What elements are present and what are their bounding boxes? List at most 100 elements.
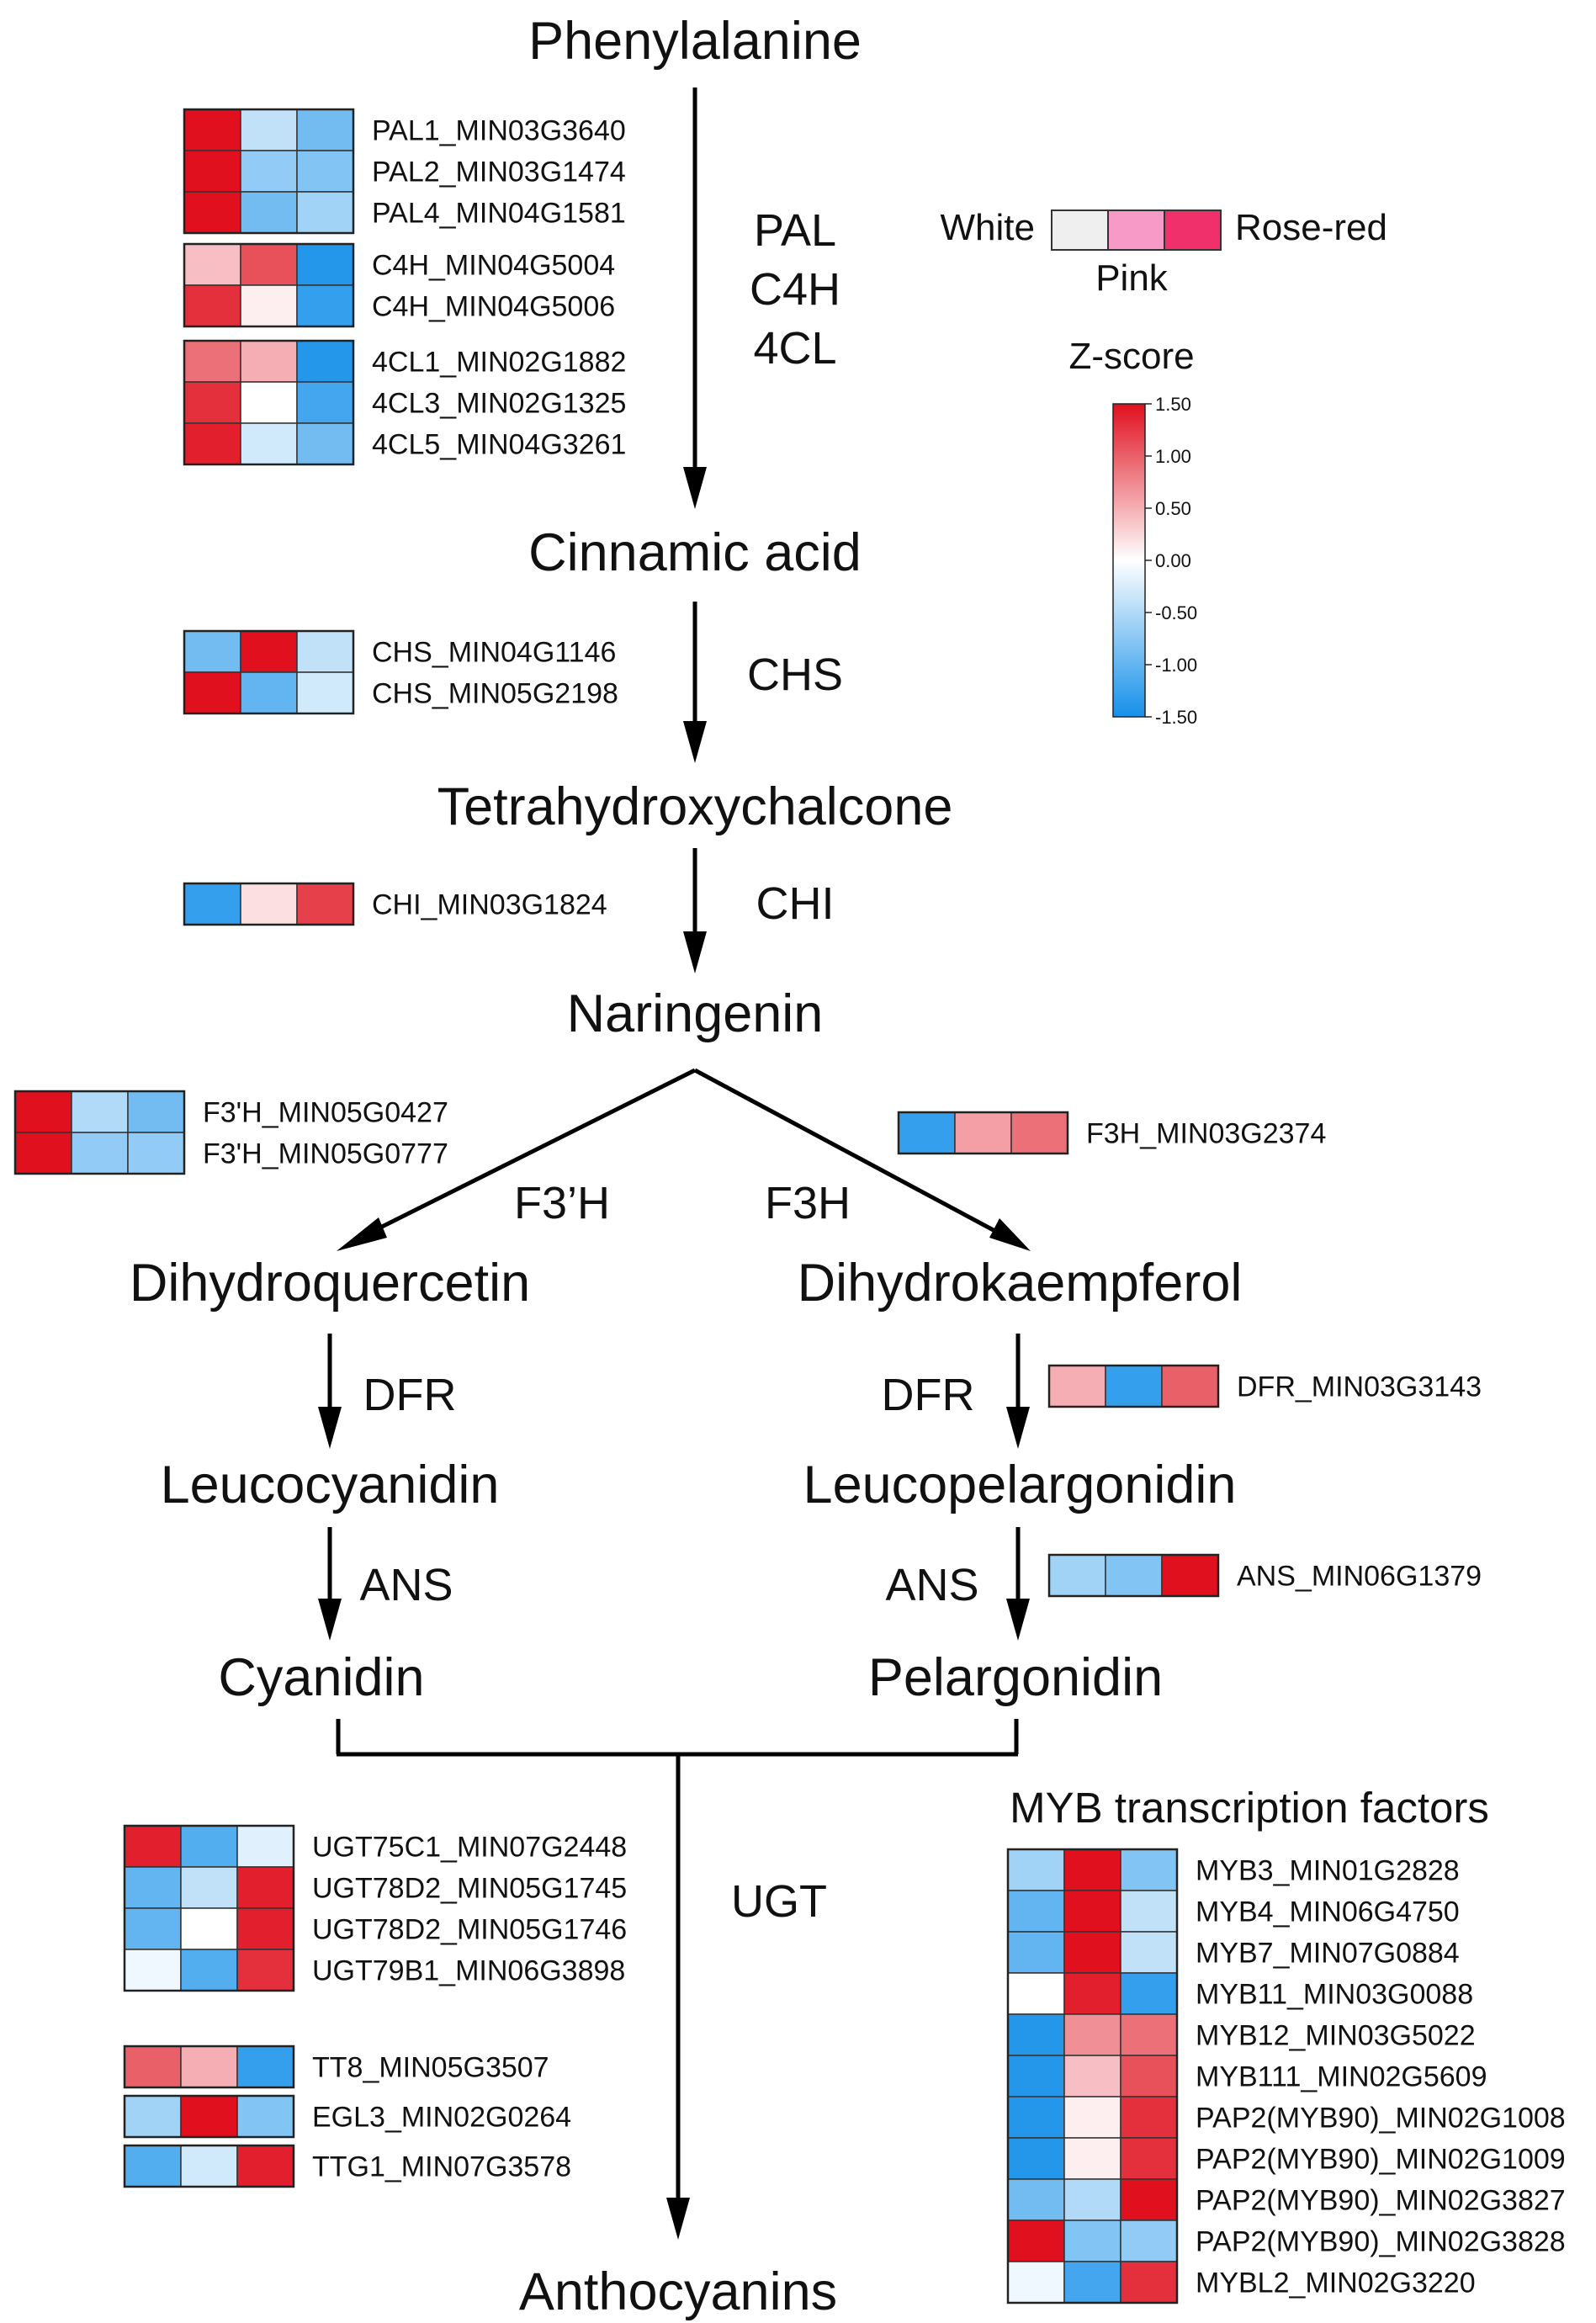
heatmap-cell [240,381,298,424]
heatmap-cell [124,1825,182,1868]
arrowhead-cinnamic [683,467,707,509]
gene-label: UGT78D2_MIN05G1745 [312,1873,627,1905]
heatmap-cell [1120,2096,1178,2139]
heatmap-cell [1120,1972,1178,2015]
heatmap-cell [954,1111,1012,1154]
heatmap-cell [1161,1365,1219,1408]
arrowhead-pelargonidin [1006,1599,1030,1641]
heatmap-cell [183,422,241,465]
heatmap-cell [1063,2261,1121,2304]
arrowhead-chalcone [683,721,707,763]
heatmap-cell [296,284,354,327]
heatmap-cell [124,1866,182,1909]
heatmap-cell [1120,2220,1178,2262]
heatmap-cell [14,1090,72,1133]
heatmap-cell [296,381,354,424]
compound-anthocyanins: Anthocyanins [519,2262,837,2321]
heatmap-border [183,882,355,926]
zscore-tick-label: -0.50 [1155,602,1197,623]
heatmap-cell [1063,1972,1121,2015]
enzyme-f3h: F3H [765,1178,851,1228]
heatmap-cell [1007,2137,1065,2180]
gene-label: PAL2_MIN03G1474 [372,156,626,188]
gene-label: MYBL2_MIN02G3220 [1196,2267,1476,2299]
compound-phenylalanine: Phenylalanine [528,12,862,71]
legend-rose-red-label: Rose-red [1235,207,1387,248]
heatmap-border [123,2094,295,2139]
heatmap-cell [124,1907,182,1950]
heatmap-tt8: TT8_MIN05G3507 [123,2045,549,2089]
heatmap-cell [1007,1848,1065,1891]
enzyme-pal: PAL [754,205,836,256]
legend-pink-label: Pink [1095,257,1169,299]
heatmap-cell [296,340,354,383]
heatmap-border [1047,1553,1220,1598]
heatmap-cell [296,422,354,465]
gene-label: 4CL3_MIN02G1325 [372,388,626,420]
heatmap-cell [296,883,354,925]
arrowhead-anthocyanins [666,2198,690,2240]
gene-label: TT8_MIN05G3507 [312,2052,549,2084]
heatmap-cell [1007,2261,1065,2304]
heatmap-egl3: EGL3_MIN02G0264 [123,2094,571,2139]
heatmap-cell [1007,1972,1065,2015]
compound-cyanidin: Cyanidin [218,1648,424,1707]
heatmap-ans: ANS_MIN06G1379 [1047,1553,1482,1598]
enzyme-c4h: C4H [750,264,840,315]
heatmap-dfr: DFR_MIN03G3143 [1047,1364,1482,1408]
heatmap-cell [296,109,354,151]
heatmap-cell [183,381,241,424]
line-naringenin-left [352,1068,697,1244]
gene-label: F3H_MIN03G2374 [1086,1118,1326,1150]
heatmap-myb: MYB3_MIN01G2828MYB4_MIN06G4750MYB7_MIN07… [1006,1848,1566,2304]
zscore-ticks: 1.501.000.500.00-0.50-1.00-1.50 [1145,394,1197,728]
heatmap-cell [183,630,241,673]
heatmap-border [13,1090,186,1175]
heatmap-chi: CHI_MIN03G1824 [183,882,607,926]
heatmap-cell [240,243,298,286]
arrowhead-dihydrokaempferol [989,1218,1031,1251]
zscore-tick-label: 0.50 [1155,498,1191,519]
legend-white-label: White [941,207,1035,248]
heatmap-cell [14,1132,72,1175]
gene-label: F3'H_MIN05G0427 [203,1097,448,1129]
heatmap-cell [1007,2096,1065,2139]
enzyme-4cl: 4CL [753,323,836,374]
heatmap-cell [1063,2137,1121,2180]
heatmap-cell [1120,2261,1178,2304]
gene-label: PAP2(MYB90)_MIN02G3828 [1196,2226,1566,2258]
enzyme-ans-left: ANS [359,1560,453,1610]
enzyme-dfr-right: DFR [882,1370,975,1420]
heatmap-border [1006,1848,1179,2304]
heatmap-cell [296,243,354,286]
legend-pink-swatch [1107,209,1165,251]
gene-label: PAP2(MYB90)_MIN02G3827 [1196,2185,1566,2217]
heatmap-border [123,2144,295,2188]
heatmap-cell [1120,2178,1178,2221]
heatmap-cell [240,671,298,714]
arrowhead-cyanidin [318,1599,342,1641]
heatmap-f3h: F3H_MIN03G2374 [897,1111,1326,1155]
heatmap-cell [180,2145,238,2188]
heatmap-cell [296,150,354,193]
heatmap-cell [1120,1931,1178,1974]
heatmap-cell [240,422,298,465]
line-naringenin-right [693,1068,1015,1244]
heatmap-cell [236,1866,294,1909]
heatmap-cell [1120,1890,1178,1933]
heatmap-cell [236,1907,294,1950]
heatmap-cell [1120,1848,1178,1891]
gene-label: EGL3_MIN02G0264 [312,2102,571,2134]
legend-rose-red-swatch [1164,209,1222,251]
gene-label: MYB3_MIN01G2828 [1196,1855,1460,1887]
heatmap-ugt: UGT75C1_MIN07G2448UGT78D2_MIN05G1745UGT7… [123,1824,627,1992]
heatmap-cell [236,1825,294,1868]
heatmap-cell [240,630,298,673]
heatmap-cell [296,191,354,234]
heatmap-cell [71,1132,129,1175]
heatmap-cell [240,883,298,925]
enzymes: PAL C4H 4CL CHS CHI F3’H F3H DFR DFR ANS… [359,205,978,1927]
heatmap-cell [1007,2220,1065,2262]
heatmap-cell [183,150,241,193]
